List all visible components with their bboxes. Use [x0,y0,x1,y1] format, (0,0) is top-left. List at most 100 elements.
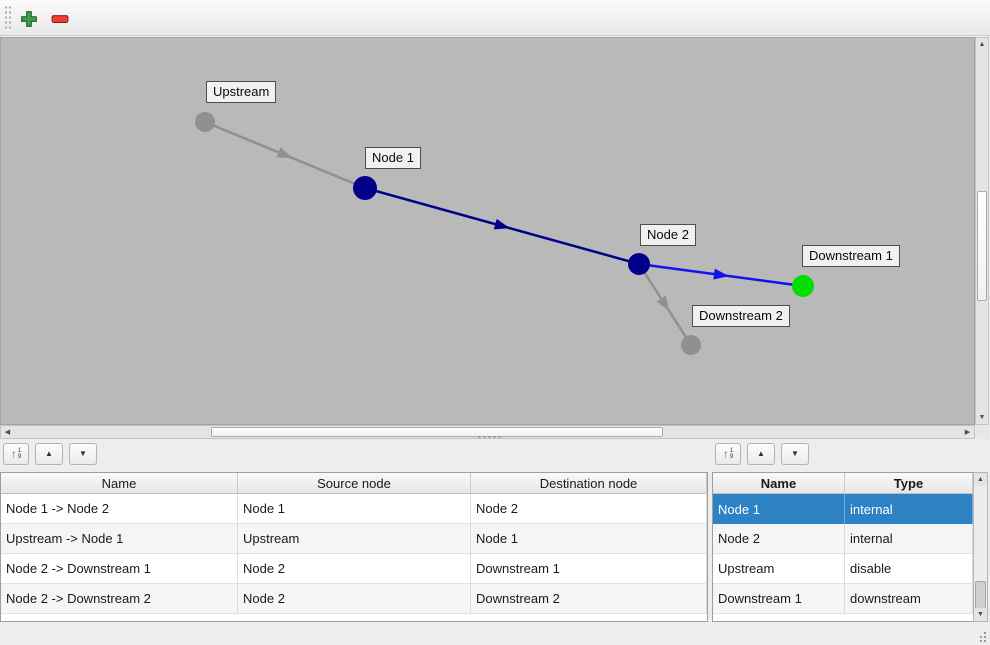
graph-svg [195,112,814,355]
table-cell: Node 1 [713,494,845,524]
down-arrow-icon: ▼ [978,414,986,421]
down-triangle-icon: ▼ [791,449,799,458]
table-cell: Node 2 [471,494,707,524]
scroll-up-button[interactable]: ▲ [974,473,987,486]
column-header[interactable]: Name [713,473,845,494]
table-cell: Upstream [713,554,845,584]
left-arrow-icon: ◀ [4,429,11,436]
graph-node[interactable] [195,112,215,132]
vscroll-thumb[interactable] [975,581,986,609]
scroll-up-button[interactable]: ▲ [976,38,988,51]
right-arrow-icon: ▶ [964,429,971,436]
node-label[interactable]: Node 2 [640,224,696,246]
toolbar-drag-handle[interactable] [4,5,12,31]
nodes-table-vscrollbar[interactable]: ▲ ▼ [973,472,988,622]
plus-icon [20,10,40,28]
edge-arrow-icon [276,147,293,159]
graph-node[interactable] [628,253,650,275]
sort-ascending-icon: ↑ [722,447,729,461]
scroll-down-button[interactable]: ▼ [974,608,987,621]
column-header[interactable]: Source node [238,473,471,494]
add-node-button[interactable] [20,9,40,29]
status-strip [0,632,990,645]
scrollbar-corner [975,425,989,439]
graph-edge[interactable] [204,120,366,190]
down-triangle-icon: ▼ [79,449,87,458]
move-down-button[interactable]: ▼ [69,443,97,465]
table-cell: Node 1 [471,524,707,554]
edge-arrow-icon [493,218,510,230]
main-toolbar [0,0,990,36]
table-cell: Upstream -> Node 1 [1,524,238,554]
table-cell: Downstream 2 [471,584,707,614]
resize-grip[interactable] [976,640,978,642]
table-cell: Downstream 1 [471,554,707,584]
graph-edge[interactable] [364,186,640,266]
up-arrow-icon: ▲ [978,41,986,48]
table-cell: Node 2 [713,524,845,554]
up-triangle-icon: ▲ [45,449,53,458]
table-cell: Node 2 -> Downstream 1 [1,554,238,584]
up-triangle-icon: ▲ [757,449,765,458]
column-header[interactable]: Type [845,473,973,494]
move-up-button[interactable]: ▲ [747,443,775,465]
scroll-down-button[interactable]: ▼ [976,411,988,424]
table-cell: internal [845,524,973,554]
hscroll-thumb[interactable] [211,427,663,437]
move-up-button[interactable]: ▲ [35,443,63,465]
table-cell: internal [845,494,973,524]
remove-node-button[interactable] [51,9,71,29]
graph-node[interactable] [353,176,377,200]
edge-arrow-icon [713,268,729,280]
edge-arrow-icon [656,295,670,312]
graph-edge[interactable] [638,262,804,288]
sort-ascending-icon: ↑ [10,447,17,461]
scroll-right-button[interactable]: ▶ [961,426,974,438]
up-arrow-icon: ▲ [977,476,984,483]
table-cell: Downstream 1 [713,584,845,614]
scroll-left-button[interactable]: ◀ [1,426,14,438]
graph-node[interactable] [681,335,701,355]
node-label[interactable]: Downstream 2 [692,305,790,327]
graph-node[interactable] [792,275,814,297]
minus-icon [51,10,71,28]
pane-splitter-handle[interactable] [477,435,503,440]
table-cell: Node 1 -> Node 2 [1,494,238,524]
table-cell: Upstream [238,524,471,554]
vscroll-thumb[interactable] [977,191,987,301]
table-cell: downstream [845,584,973,614]
table-cell: Node 1 [238,494,471,524]
down-arrow-icon: ▼ [977,611,984,618]
table-cell: Node 2 [238,584,471,614]
node-label[interactable]: Downstream 1 [802,245,900,267]
move-down-button[interactable]: ▼ [781,443,809,465]
column-header[interactable]: Name [1,473,238,494]
table-cell: Node 2 -> Downstream 2 [1,584,238,614]
node-label[interactable]: Node 1 [365,147,421,169]
table-cell: disable [845,554,973,584]
node-label[interactable]: Upstream [206,81,277,103]
graph-vscrollbar[interactable]: ▲ ▼ [975,37,989,425]
graph-edge[interactable] [637,263,693,346]
column-header[interactable]: Destination node [471,473,707,494]
